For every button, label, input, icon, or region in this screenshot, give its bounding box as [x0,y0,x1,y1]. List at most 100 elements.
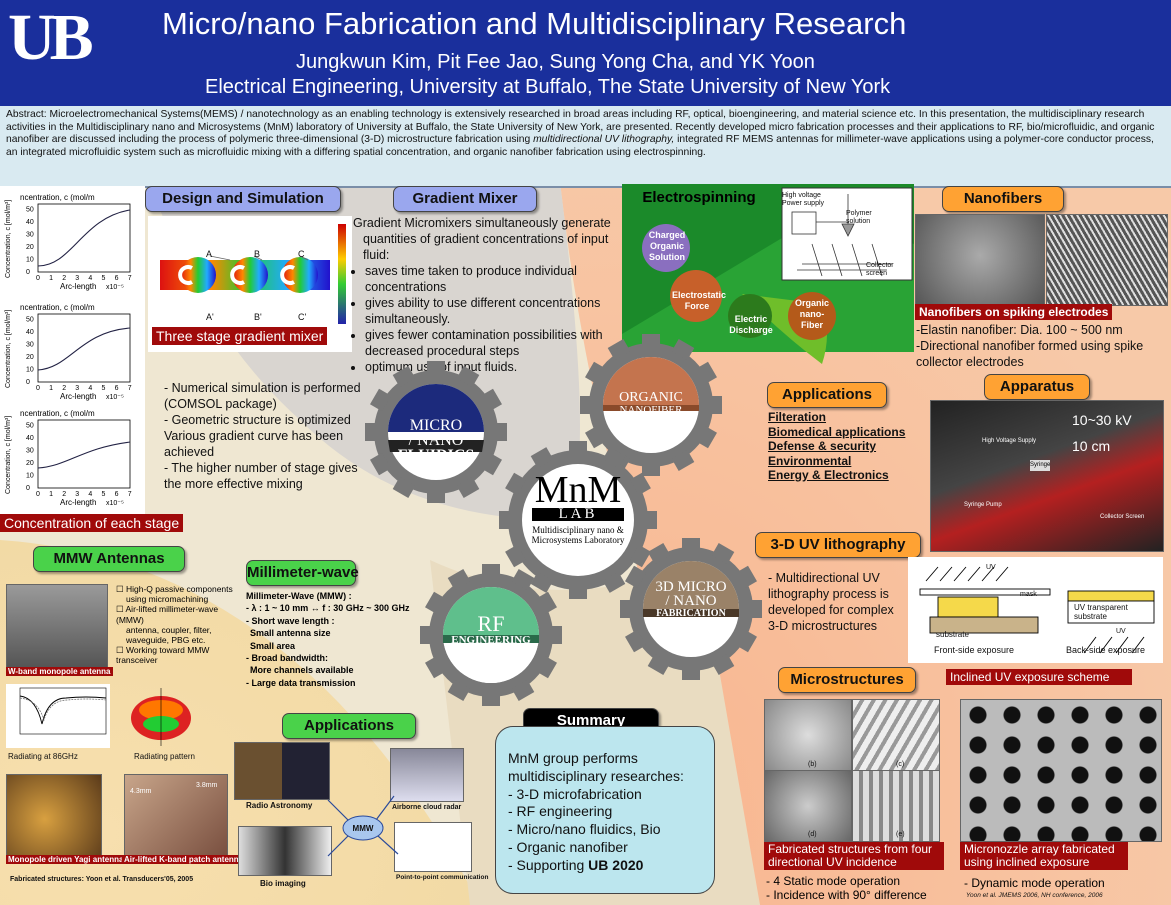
applications-bottom-heading: Applications [282,713,416,739]
gear-tooth [530,447,554,469]
plot-tick-x: 1 [49,491,53,498]
uv-label-uv-2: UV [1116,628,1126,635]
app-link-biomedical[interactable]: Biomedical applications [768,424,906,439]
millimeter-wave-heading: Millimeter-wave [246,560,359,586]
plot-tick-x: 0 [36,491,40,498]
plot-xlabel: Arc-length [60,282,96,291]
mmw-hub-arrows [327,795,399,857]
gear-tooth [370,452,392,476]
apparatus-heading: Apparatus [984,374,1090,400]
gradient-bullet: gives fewer contamination possibilities … [365,327,615,359]
gear-tooth [482,564,500,578]
mw-line: - Large data transmission [246,677,356,688]
radiating-freq-caption: Radiating at 86GHz [8,751,78,762]
gear-tooth [647,653,671,675]
app-link-energy[interactable]: Energy & Electronics [768,468,889,482]
electro-ball-discharge: Electric Discharge [729,314,773,335]
plot-tick-y: 50 [26,317,34,324]
microstructures-notes-left: - 4 Static mode operation - Incidence wi… [766,874,927,902]
apparatus-label-hv: High Voltage Supply [982,438,1037,444]
gear-tooth [535,591,557,615]
uv-lithography-heading: 3-D UV lithography [755,532,921,558]
gear-tooth [505,472,527,496]
plot-tick-x: 6 [115,385,119,392]
uv-exposure-diagram [908,557,1163,663]
bio-imaging-photo [238,826,332,876]
gear-tooth [493,423,507,441]
gear-tooth [511,569,535,591]
gear-organic-text: ORGANIC NANOFIBER [588,390,714,417]
header-banner [0,0,1171,106]
gear-tooth [585,425,607,449]
plot-tick-x: 0 [36,385,40,392]
electrospinning-heading: Electrospinning [642,189,756,206]
gear-tooth [456,476,480,498]
gear-tooth [671,339,695,361]
plot-tick-x: 7 [128,385,132,392]
nanofibers-caption: Nanofibers on spiking electrodes [915,304,1113,320]
summary-item: - Organic nanofiber [508,838,628,855]
plot-xlabel: Arc-length [60,498,96,507]
gear-organic-line: ORGANIC [619,390,683,405]
plot-tick-y: 50 [26,423,34,430]
mmw-check-item: antenna, coupler, filter, waveguide, PBG… [116,625,240,645]
plot-tick-x: 3 [75,275,79,282]
s-parameter-plot [6,684,110,748]
app-link-environmental[interactable]: Environmental [768,453,852,468]
gear-tooth [625,629,647,653]
abstract-text: Abstract: Microelectromechanical Systems… [6,109,1155,146]
plot-tick-y: 0 [26,485,30,492]
nanofiber-note: -Directional nanofiber formed using spik… [916,339,1144,369]
design-notes: - Numerical simulation is performed (COM… [164,380,370,492]
gear-tooth [511,679,535,701]
bio-imaging-label: Bio imaging [260,879,306,888]
gear-tooth [682,538,700,552]
concentration-plot-3: ncentration, c (mol/m Concentration, c [… [5,409,132,507]
radio-astronomy-photo [234,742,330,800]
plot-tick-y: 10 [26,473,34,480]
poster-authors: Jungkwun Kim, Pit Fee Jao, Sung Yong Cha… [296,51,815,73]
plot-tick-x: 0 [36,275,40,282]
gear-tooth [708,396,722,414]
gear-3d-line: FABRICATION [656,608,726,619]
uv-exposure-caption: Inclined UV exposure scheme [946,669,1132,685]
app-link-defense[interactable]: Defense & security [768,439,877,453]
electro-ball-charged: Charged Organic Solution [648,230,686,262]
gear-micro-text: MICRO / NANO FLUIDICS [374,418,498,464]
gear-tooth [735,565,757,589]
mmw-hub-label: MMW [352,824,374,833]
plot-tick-x: 7 [128,275,132,282]
gear-tooth [607,339,631,361]
nanofiber-sem-image-1 [915,214,1045,306]
yagi-antenna-caption: Monopole driven Yagi antenna [6,855,126,864]
mmw-citation: Fabricated structures: Yoon et al. Trans… [10,876,194,883]
gradient-bullet: gives ability to use different concentra… [365,295,615,327]
mw-line: - Short wave length : [246,615,335,626]
microstructure-label-d: (d) [808,831,817,838]
apparatus-label-syringe: Syringe [1030,460,1051,471]
electro-label-power: High voltage Power supply [782,192,825,207]
summary-item: - Micro/nano fluidics, Bio [508,821,661,838]
mw-line: Small antenna size [250,628,331,639]
gear-tooth [642,462,660,476]
gear-tooth [482,692,500,706]
radiation-pattern-3d [131,688,191,746]
mw-line: - Broad bandwidth: [246,653,328,664]
gear-tooth [682,666,700,680]
mw-line: More channels available [250,665,354,676]
app-link-filteration[interactable]: Filteration [768,410,827,424]
design-note: - Geometric structure is optimized [164,413,351,427]
gear-tooth [427,489,445,503]
gear-tooth [620,600,634,618]
concentration-plot-1: ncentration, c (mol/m Concentration, c [… [5,193,132,291]
gear-tooth [480,452,502,476]
plot-tick-x: 2 [62,275,66,282]
gear-tooth [602,571,626,593]
summary-item: - RF engineering [508,803,613,820]
microstructures-heading: Microstructures [778,667,916,693]
mmw-check-text: using micromachining [126,594,209,605]
gear-tooth [392,476,416,498]
abstract-text-2: integrated RF MEMS antennas for millimet… [6,134,1154,158]
w-band-antenna-caption: W-band monopole antenna [6,667,113,676]
electro-label-polymer: Polymer solution [846,210,872,225]
